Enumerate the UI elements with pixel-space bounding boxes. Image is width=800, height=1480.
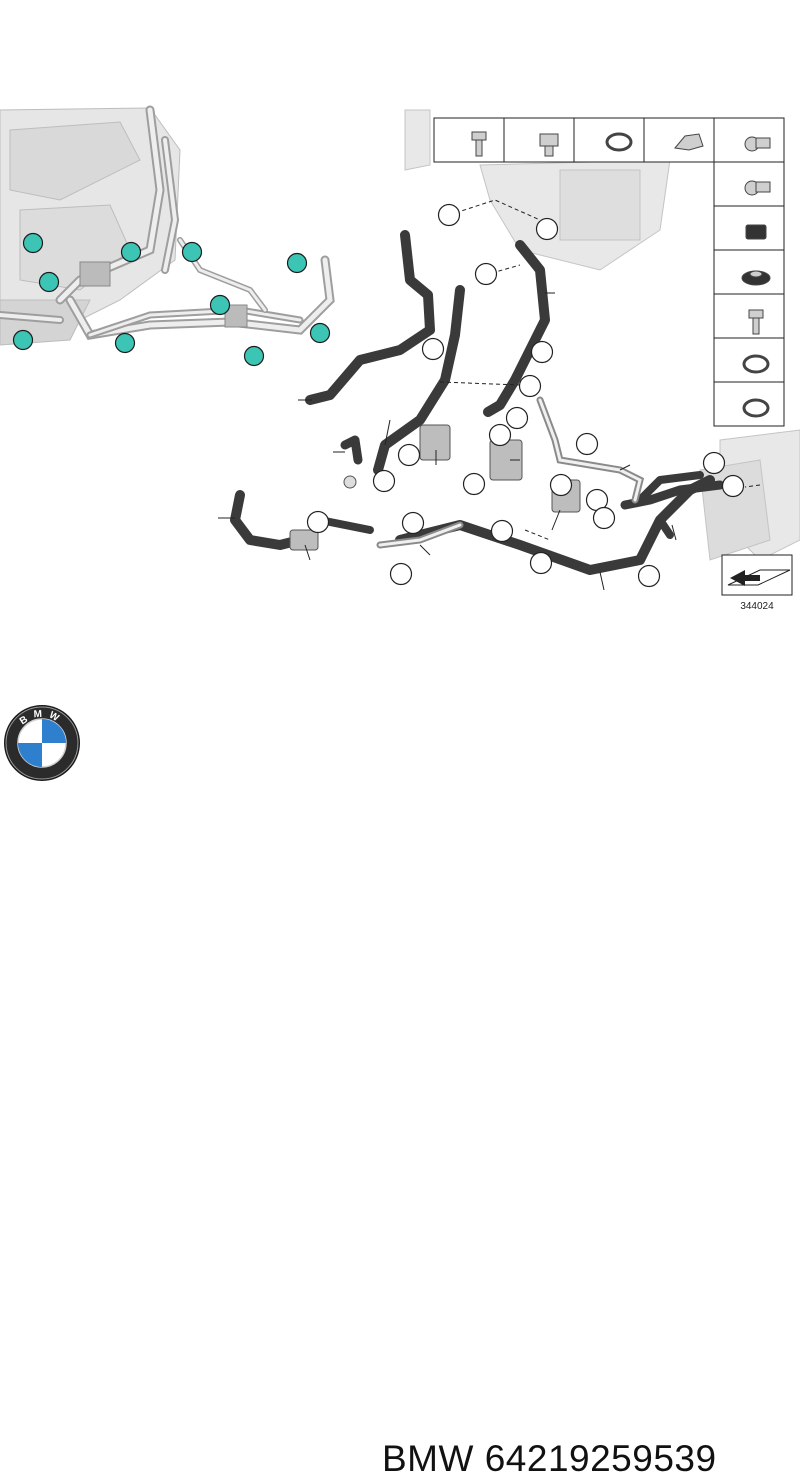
brand-name: BMW bbox=[382, 1438, 474, 1479]
callout bbox=[518, 374, 542, 398]
callout bbox=[529, 551, 553, 575]
engine-marker bbox=[12, 329, 34, 351]
callout bbox=[637, 564, 661, 588]
engine-marker bbox=[120, 241, 142, 263]
part-number: 64219259539 bbox=[484, 1438, 717, 1479]
callout bbox=[575, 432, 599, 456]
callout bbox=[462, 472, 486, 496]
callout bbox=[530, 340, 554, 364]
background-components bbox=[404, 109, 800, 561]
callout bbox=[488, 423, 512, 447]
callout bbox=[389, 562, 413, 586]
engine-marker bbox=[38, 271, 60, 293]
legend-box bbox=[503, 117, 575, 163]
callout bbox=[549, 473, 573, 497]
hoses bbox=[230, 230, 725, 575]
engine-marker bbox=[22, 232, 44, 254]
callout bbox=[372, 469, 396, 493]
engine-markers bbox=[12, 232, 331, 367]
engine-marker bbox=[286, 252, 308, 274]
callouts bbox=[306, 203, 745, 588]
parts-legend bbox=[433, 117, 785, 427]
callout bbox=[421, 337, 445, 361]
leader-lines bbox=[218, 199, 761, 591]
engine-marker bbox=[209, 294, 231, 316]
callout bbox=[397, 443, 421, 467]
callout bbox=[505, 406, 529, 430]
engine-marker bbox=[243, 345, 265, 367]
parts-diagram: 344024 bbox=[0, 105, 800, 612]
legend-box bbox=[713, 117, 785, 163]
metal-lines bbox=[376, 396, 645, 549]
legend-box bbox=[713, 249, 785, 295]
callout bbox=[535, 217, 559, 241]
callout bbox=[437, 203, 461, 227]
callout bbox=[592, 506, 616, 530]
engine-marker bbox=[181, 241, 203, 263]
engine-pipes bbox=[0, 105, 335, 340]
legend-box bbox=[713, 293, 785, 339]
legend-box bbox=[713, 337, 785, 383]
engine-marker bbox=[114, 332, 136, 354]
legend-box bbox=[643, 117, 715, 163]
legend-box bbox=[713, 161, 785, 207]
bmw-logo: BMW bbox=[4, 705, 80, 781]
legend-box bbox=[573, 117, 645, 163]
engine-marker bbox=[309, 322, 331, 344]
callout bbox=[401, 511, 425, 535]
legend-box bbox=[713, 205, 785, 251]
footer: BMW BMW 64219259539 bbox=[0, 700, 800, 1479]
brand-part-number: BMW 64219259539 bbox=[382, 1438, 717, 1480]
callout bbox=[474, 262, 498, 286]
legend-box bbox=[433, 117, 505, 163]
reference-box: 344024 bbox=[721, 554, 793, 612]
legend-box bbox=[713, 381, 785, 427]
callout bbox=[702, 451, 726, 475]
callout bbox=[490, 519, 514, 543]
callout bbox=[306, 510, 330, 534]
callout bbox=[721, 474, 745, 498]
reference-code: 344024 bbox=[740, 601, 774, 612]
